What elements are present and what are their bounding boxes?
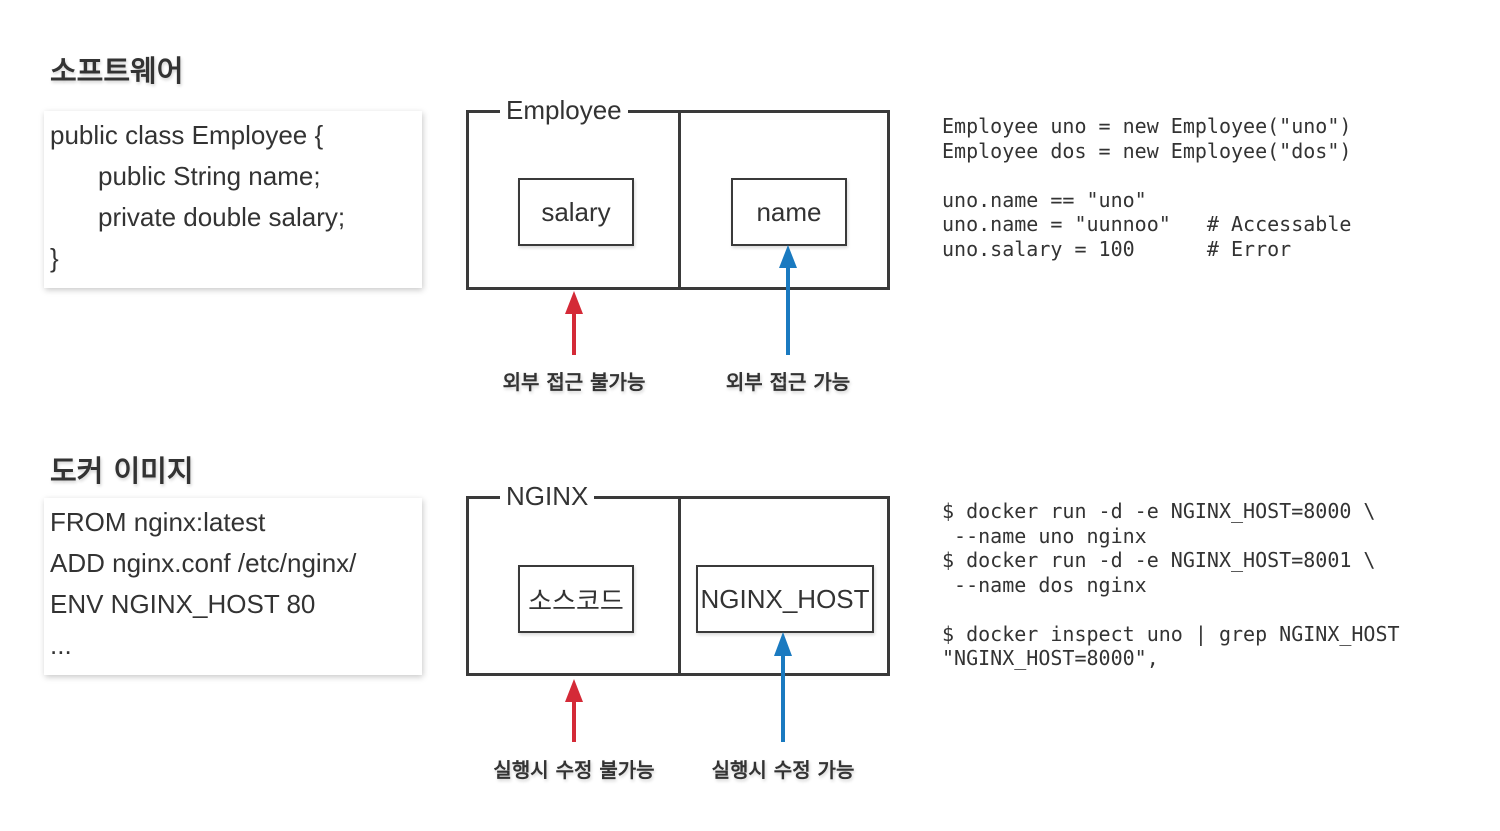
env-variable-box: NGINX_HOST: [696, 565, 874, 633]
allowed-modify-label: 실행시 수정 가능: [711, 758, 855, 782]
code-line: public String name;: [98, 161, 321, 191]
frame-divider: [678, 499, 681, 673]
example-line: Employee uno = new Employee("uno"): [942, 114, 1352, 138]
command-line: $ docker run -d -e NGINX_HOST=8000 \: [942, 499, 1376, 523]
denied-modify-label: 실행시 수정 불가능: [493, 758, 655, 782]
command-line: "NGINX_HOST=8000",: [942, 646, 1159, 670]
employee-class-frame: Employee salary name: [466, 93, 890, 290]
public-member-box: name: [731, 178, 847, 246]
example-line: Employee dos = new Employee("dos"): [942, 138, 1352, 163]
frame-title: Employee: [500, 93, 628, 127]
code-line: ...: [50, 630, 72, 660]
code-line: ENV NGINX_HOST 80: [50, 589, 316, 619]
code-line: ADD nginx.conf /etc/nginx/: [50, 548, 357, 578]
docker-heading: 도커 이미지: [50, 454, 194, 488]
example-line: uno.salary = 100 # Error: [942, 236, 1292, 261]
code-line: FROM nginx:latest: [50, 507, 266, 537]
command-line: $ docker inspect uno | grep NGINX_HOST: [942, 621, 1400, 646]
allowed-access-label: 외부 접근 가능: [725, 370, 851, 394]
software-example-code: Employee uno = new Employee("uno") Emplo…: [942, 114, 1351, 261]
frame-title: NGINX: [500, 479, 595, 513]
allowed-arrow: [779, 245, 797, 355]
private-member-box: salary: [518, 178, 634, 246]
denied-arrow: [565, 291, 583, 355]
code-line: public class Employee {: [50, 120, 324, 150]
denied-arrow: [565, 679, 583, 742]
code-line: }: [50, 243, 59, 273]
command-line: $ docker run -d -e NGINX_HOST=8001 \: [942, 548, 1376, 572]
software-code-card: public class Employee { public String na…: [44, 111, 422, 288]
frame-divider: [678, 113, 681, 287]
example-line: uno.name == "uno": [942, 187, 1147, 212]
dockerfile-code-card: FROM nginx:latest ADD nginx.conf /etc/ng…: [44, 498, 422, 675]
source-code-box: 소스코드: [518, 565, 634, 633]
command-line: --name uno nginx: [942, 523, 1147, 548]
example-line: uno.name = "uunnoo" # Accessable: [942, 212, 1352, 236]
command-line: --name dos nginx: [942, 572, 1147, 597]
nginx-image-frame: NGINX 소스코드 NGINX_HOST: [466, 479, 890, 676]
allowed-arrow: [774, 632, 792, 742]
software-heading: 소프트웨어: [50, 54, 184, 88]
docker-example-commands: $ docker run -d -e NGINX_HOST=8000 \ --n…: [942, 499, 1400, 671]
denied-access-label: 외부 접근 불가능: [502, 370, 646, 394]
code-line: private double salary;: [98, 202, 346, 232]
